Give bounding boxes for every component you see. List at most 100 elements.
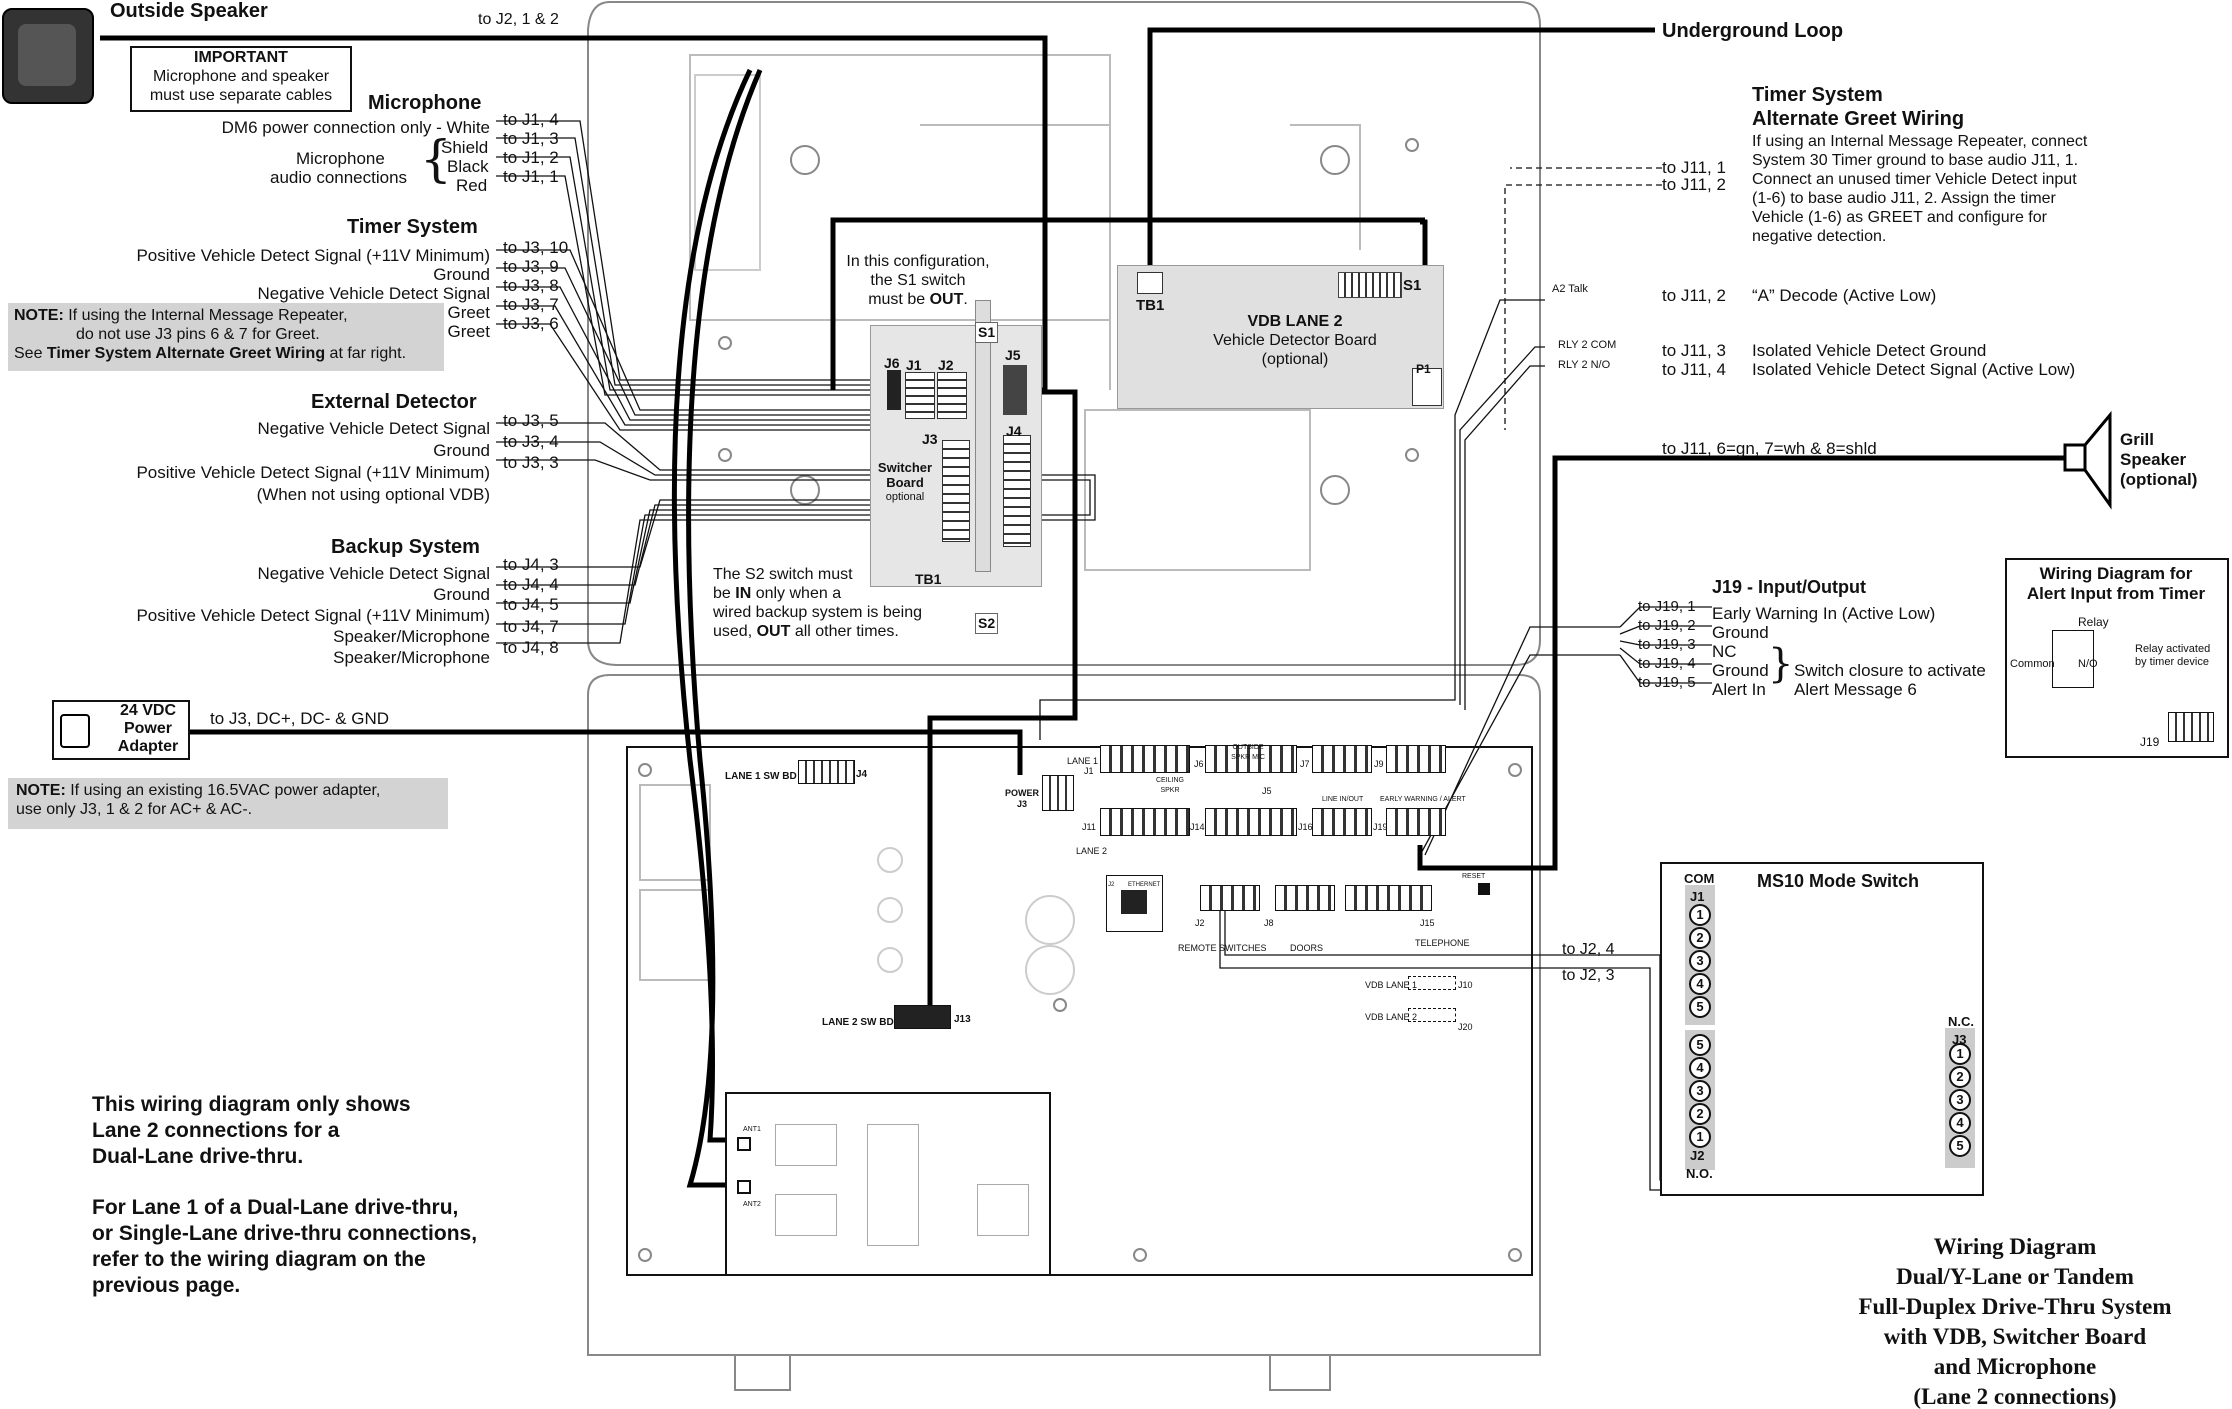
j5-label: J5 — [1262, 786, 1272, 796]
grill-line2: Speaker — [2120, 450, 2187, 469]
ext-label-4: (When not using optional VDB) — [256, 485, 490, 504]
vdb-lane1-label: VDB LANE 1 — [1365, 980, 1418, 990]
lane2-label: LANE 2 — [1076, 846, 1108, 856]
ms10-j3-terminal-2: 2 — [1949, 1066, 1971, 1088]
grill-line1: Grill — [2120, 430, 2155, 449]
relay-icon — [2052, 630, 2094, 688]
j19-main-connector — [1386, 808, 1446, 836]
backup-label-1: Negative Vehicle Detect Signal — [257, 564, 490, 583]
s2-note-line3: wired backup system is being — [713, 604, 922, 621]
ms10-j3-terminal-5: 5 — [1949, 1135, 1971, 1157]
ms10-j3-terminal-3: 3 — [1949, 1089, 1971, 1111]
timer-pin-5: to J3, 6 — [503, 314, 559, 333]
timer-alt-line3: Connect an unused timer Vehicle Detect i… — [1752, 171, 2077, 188]
power-adapter-wire-label: to J3, DC+, DC- & GND — [210, 709, 390, 728]
timer-alt-line6: negative detection. — [1752, 228, 1887, 245]
lane1-sw-bd-label: LANE 1 SW BD — [725, 771, 797, 782]
vdb-p1-label: P1 — [1416, 362, 1431, 376]
backup-pin-4: to J4, 7 — [503, 617, 559, 636]
backup-pin-5: to J4, 8 — [503, 638, 559, 657]
backup-pin-2: to J4, 4 — [503, 575, 559, 594]
timer-label-4: Greet — [447, 303, 490, 322]
switcher-j4-connector — [1003, 435, 1031, 547]
timer-alt-line4: (1-6) to base audio J11, 2. Assign the t… — [1752, 190, 2056, 207]
switcher-j4-label: J4 — [1006, 423, 1022, 439]
ms10-j3-terminal-4: 4 — [1949, 1112, 1971, 1134]
timer-note: NOTE: If using the Internal Message Repe… — [8, 303, 444, 371]
s2-note-line2-pre: be — [713, 585, 736, 602]
remote-switches-label: REMOTE SWITCHES — [1178, 943, 1267, 953]
j16-connector — [1312, 808, 1372, 836]
j19-closure1: Switch closure to activate — [1794, 661, 1986, 680]
s2-note-line4-bold: OUT — [756, 623, 791, 640]
vdb-a2-talk: A2 Talk — [1552, 283, 1588, 295]
alert-no-label: N/O — [2078, 658, 2098, 670]
backup-label-2: Ground — [433, 585, 490, 604]
ms10-j2-terminal-3: 3 — [1689, 1080, 1711, 1102]
lane2-sw-bd-connector — [894, 1005, 951, 1029]
timer-label-5: Greet — [447, 322, 490, 341]
j11-label-4: Isolated Vehicle Detect Signal (Active L… — [1752, 360, 2076, 379]
ms10-j1-terminal-1: 1 — [1689, 904, 1711, 926]
timer-alt-line5: Vehicle (1-6) as GREET and configure for — [1752, 209, 2047, 226]
grill-wire-label: to J11, 6=gn, 7=wh & 8=shld — [1662, 439, 1877, 458]
timer-note-line3-post: at far right. — [325, 345, 407, 362]
j19-label-2: Ground — [1712, 623, 1769, 642]
important-line1: Microphone and speaker — [152, 68, 330, 85]
j11-label-2: “A” Decode (Active Low) — [1752, 286, 1937, 305]
j11-label-3: Isolated Vehicle Detect Ground — [1752, 341, 1987, 360]
title-line3: Full-Duplex Drive-Thru System — [1858, 1294, 2172, 1319]
timer-alt-heading2: Alternate Greet Wiring — [1752, 108, 1965, 130]
switcher-s1-switch[interactable] — [975, 300, 991, 572]
switcher-j1-label: J1 — [906, 357, 922, 373]
timer-label-3: Negative Vehicle Detect Signal — [257, 284, 490, 303]
switcher-j2-connector — [937, 372, 967, 419]
power-adapter-line3: Adapter — [117, 738, 179, 755]
ext-pin-3: to J3, 3 — [503, 453, 559, 472]
antenna-cable-2 — [686, 69, 763, 1188]
ext-pin-1: to J3, 5 — [503, 411, 559, 430]
timer-alt-pin-1: to J11, 1 — [1662, 158, 1726, 177]
ethernet-j2-label: J2 — [1108, 882, 1115, 888]
switcher-j5-connector — [1003, 365, 1027, 415]
switcher-j1-connector — [905, 372, 935, 419]
bottom-note-1-line1: This wiring diagram only shows — [92, 1093, 411, 1116]
power-j3: J3 — [1017, 799, 1028, 809]
j14-connector — [1205, 808, 1297, 836]
ms10-wire-2: to J2, 3 — [1562, 967, 1615, 984]
alert-title1: Wiring Diagram for — [2039, 564, 2193, 583]
j6-label: J6 — [1194, 759, 1204, 769]
ethernet-port[interactable] — [1106, 875, 1163, 932]
ms10-j1-label: J1 — [1690, 889, 1705, 904]
ext-label-3: Positive Vehicle Detect Signal (+11V Min… — [136, 463, 490, 482]
lane1-j1-connector — [1100, 745, 1190, 773]
switcher-tb1-label: TB1 — [915, 571, 942, 587]
ms10-wire-1: to J2, 4 — [1562, 941, 1615, 958]
ant1-connector — [737, 1137, 751, 1151]
vdb-lane1-connector — [1408, 976, 1456, 990]
timer-note-line1: If using the Internal Message Repeater, — [68, 307, 348, 324]
alert-relay-label: Relay — [2078, 615, 2109, 629]
mic-pin-2: to J1, 3 — [503, 129, 559, 148]
j19-pin-3: to J19, 3 — [1638, 636, 1696, 653]
timer-alt-line1: If using an Internal Message Repeater, c… — [1752, 133, 2088, 150]
alert-activated: Relay activated by timer device — [2135, 643, 2210, 669]
j19-label-4: Ground — [1712, 661, 1769, 680]
lower-enclosure — [587, 674, 1541, 1356]
switcher-j6-connector — [887, 370, 901, 410]
vdb-s1-dip-switch[interactable] — [1338, 272, 1402, 298]
reset-button[interactable] — [1478, 883, 1490, 895]
alert-j19-label: J19 — [2140, 735, 2160, 749]
switcher-s2-label: S2 — [975, 613, 999, 634]
bottom-note-2-line1: For Lane 1 of a Dual-Lane drive-thru, — [92, 1196, 459, 1219]
external-detector-heading: External Detector — [311, 391, 477, 413]
mic-pin-3: to J1, 2 — [503, 148, 559, 167]
mic-pin-1: to J1, 4 — [503, 110, 559, 129]
j15-connector — [1345, 885, 1432, 911]
ms10-j1-terminal-2: 2 — [1689, 927, 1711, 949]
s1-note-line2: the S1 switch — [870, 272, 966, 289]
timer-note-line3-bold: Timer System Alternate Greet Wiring — [46, 345, 326, 362]
j16-label: J16 — [1298, 822, 1313, 832]
power-note-label: NOTE: — [16, 782, 66, 799]
